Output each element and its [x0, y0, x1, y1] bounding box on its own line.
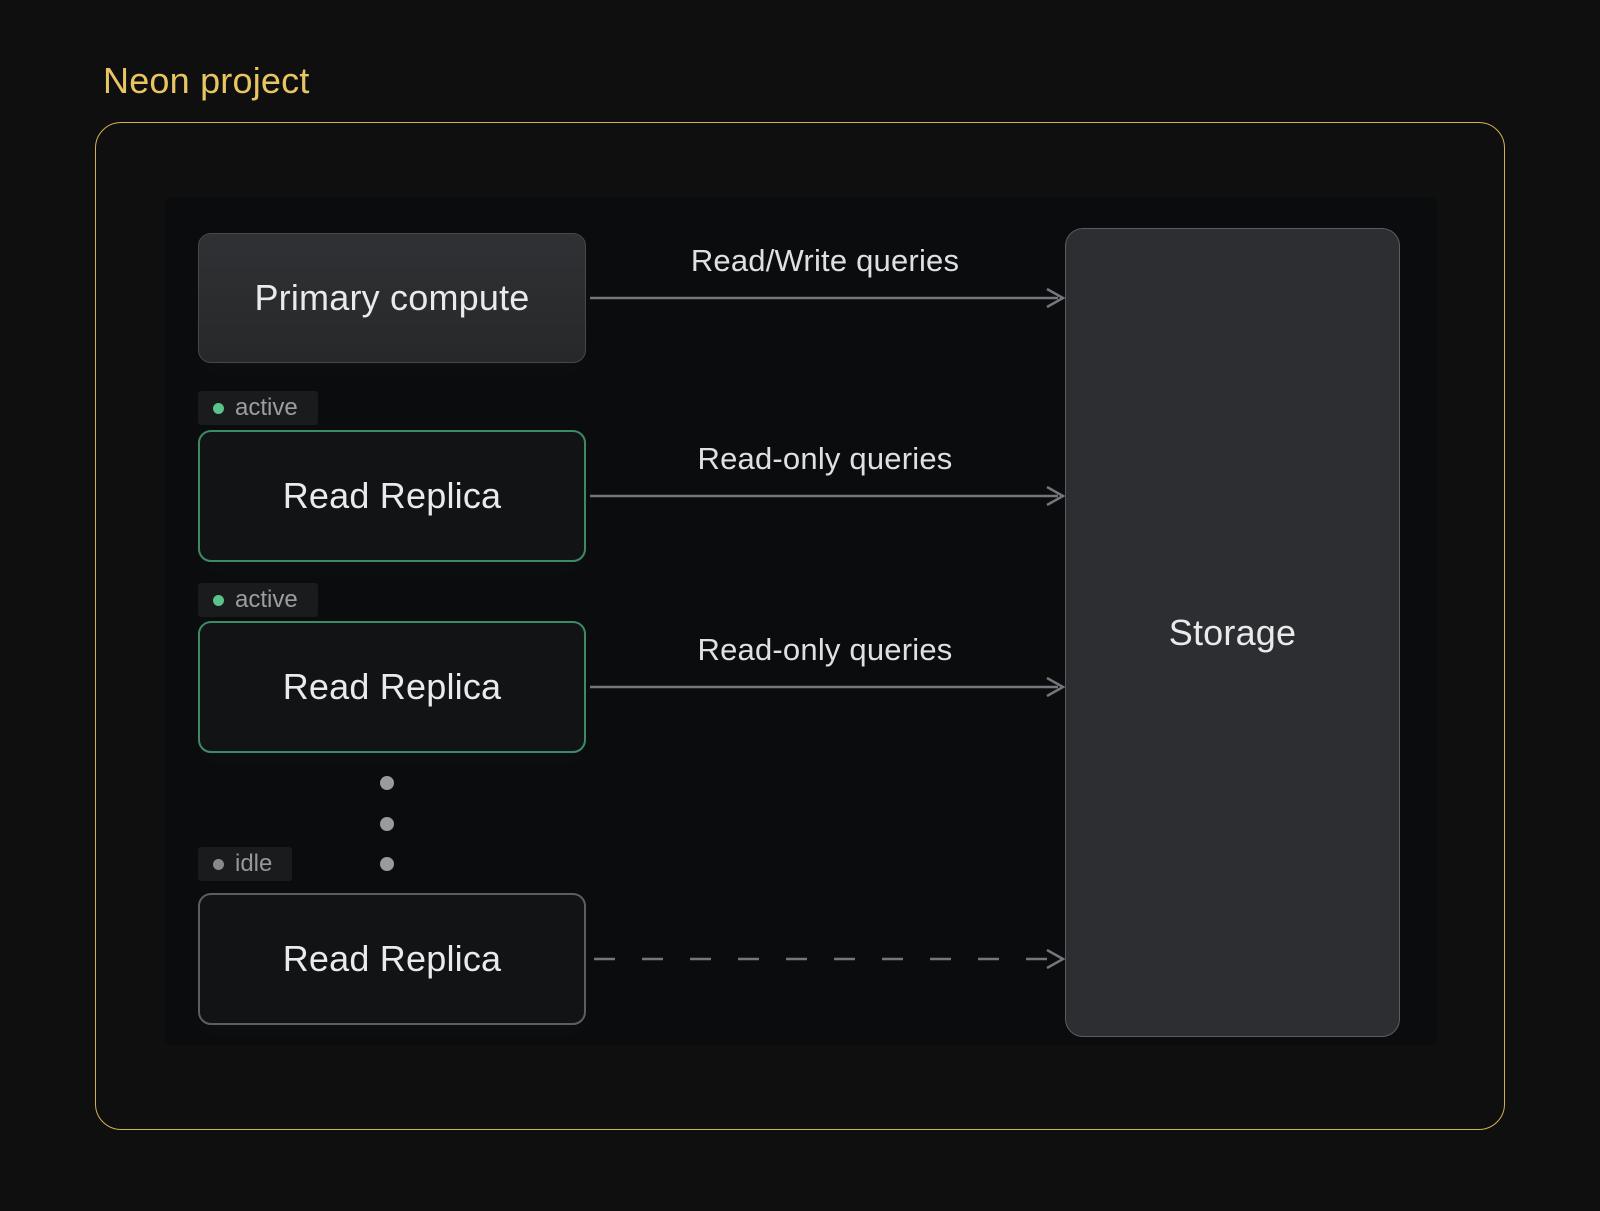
status-badge-replica2: active [198, 583, 318, 617]
ellipsis-dot [380, 857, 394, 871]
status-dot-active-icon [213, 594, 224, 606]
node-primary-compute: Primary compute [198, 233, 586, 363]
ellipsis-dot [380, 776, 394, 790]
node-storage-label: Storage [1168, 611, 1297, 653]
node-read-replica-2: Read Replica [198, 621, 586, 753]
page-title: Neon project [103, 60, 310, 101]
status-badge-label: idle [235, 850, 273, 877]
status-badge-replica1: active [198, 391, 318, 425]
edge-label-read-only-1: Read-only queries [697, 441, 953, 476]
project-frame [95, 122, 1505, 1130]
vertical-ellipsis-icon [380, 776, 394, 871]
node-read-replica-1: Read Replica [198, 430, 586, 562]
node-read-replica-1-label: Read Replica [282, 475, 502, 516]
status-badge-label: active [235, 394, 298, 421]
node-read-replica-3-label: Read Replica [282, 938, 502, 979]
status-badge-label: active [235, 586, 298, 613]
node-read-replica-3: Read Replica [198, 893, 586, 1025]
status-badge-replica3: idle [198, 847, 293, 881]
ellipsis-dot [380, 816, 394, 831]
node-storage: Storage [1065, 228, 1400, 1037]
edge-label-read-write: Read/Write queries [690, 243, 960, 278]
status-dot-active-icon [213, 402, 224, 414]
node-read-replica-2-label: Read Replica [282, 666, 502, 707]
node-primary-compute-label: Primary compute [254, 277, 530, 318]
edge-label-read-only-2: Read-only queries [697, 632, 953, 667]
status-dot-idle-icon [213, 858, 224, 870]
